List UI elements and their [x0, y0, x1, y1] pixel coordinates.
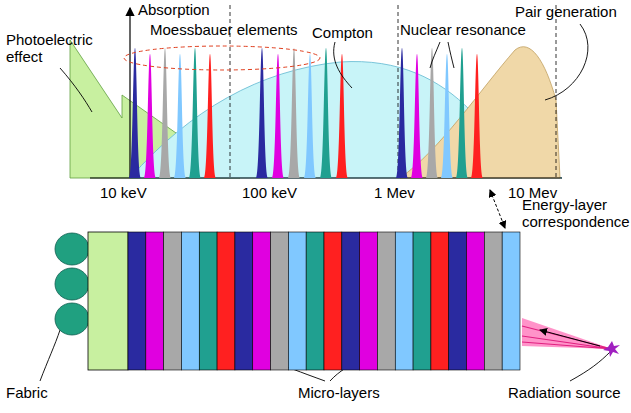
micro-layer — [377, 232, 395, 370]
resonance-peak — [456, 48, 468, 178]
micro-layer — [484, 232, 502, 370]
resonance-peak — [471, 54, 483, 178]
effect-label: Nuclear resonance — [400, 21, 526, 38]
resonance-peak — [288, 48, 300, 178]
resonance-peak — [396, 48, 408, 178]
micro-layer — [324, 232, 342, 370]
micro-layer — [271, 232, 289, 370]
micro-layer — [146, 232, 164, 370]
resonance-peak — [204, 54, 216, 178]
resonance-peak — [304, 54, 316, 178]
resonance-peak — [256, 48, 268, 178]
tick-label: 10 keV — [100, 184, 147, 201]
micro-layer — [253, 232, 271, 370]
micro-layer — [449, 232, 467, 370]
micro-layer — [288, 232, 306, 370]
tick-label: 1 Mev — [374, 184, 415, 201]
resonance-peak — [320, 48, 332, 178]
element-label: Moessbauer elements — [150, 21, 298, 38]
effect-label: Compton — [312, 24, 373, 41]
resonance-peak — [189, 48, 201, 178]
resonance-peak — [336, 54, 348, 178]
micro-layer — [306, 232, 324, 370]
micro-layer — [395, 232, 413, 370]
micro-layer — [413, 232, 431, 370]
resonance-peak — [129, 48, 141, 178]
effect-label: Pair generation — [515, 3, 617, 20]
tick-label: 100 keV — [242, 184, 297, 201]
resonance-peak — [441, 54, 453, 178]
resonance-peak — [411, 54, 423, 178]
resonance-peak — [272, 54, 284, 178]
micro-layer — [181, 232, 199, 370]
part-label: Radiation source — [508, 384, 621, 401]
effect-label: Photoelectric effect — [6, 31, 96, 65]
micro-layer — [431, 232, 449, 370]
axis-title: Absorption — [138, 1, 210, 18]
part-label: Fabric — [6, 384, 48, 401]
resonance-peak — [174, 54, 186, 178]
resonance-peak — [144, 54, 156, 178]
micro-layer — [467, 232, 485, 370]
micro-layer — [502, 232, 520, 370]
callout-label: Energy-layer correspondence — [522, 196, 628, 230]
micro-layer — [360, 232, 378, 370]
micro-layer — [235, 232, 253, 370]
resonance-peak — [426, 48, 438, 178]
micro-layer — [342, 232, 360, 370]
micro-layer — [164, 232, 182, 370]
micro-layer — [128, 232, 146, 370]
micro-layer — [199, 232, 217, 370]
micro-layer — [217, 232, 235, 370]
part-label: Micro-layers — [298, 384, 380, 401]
